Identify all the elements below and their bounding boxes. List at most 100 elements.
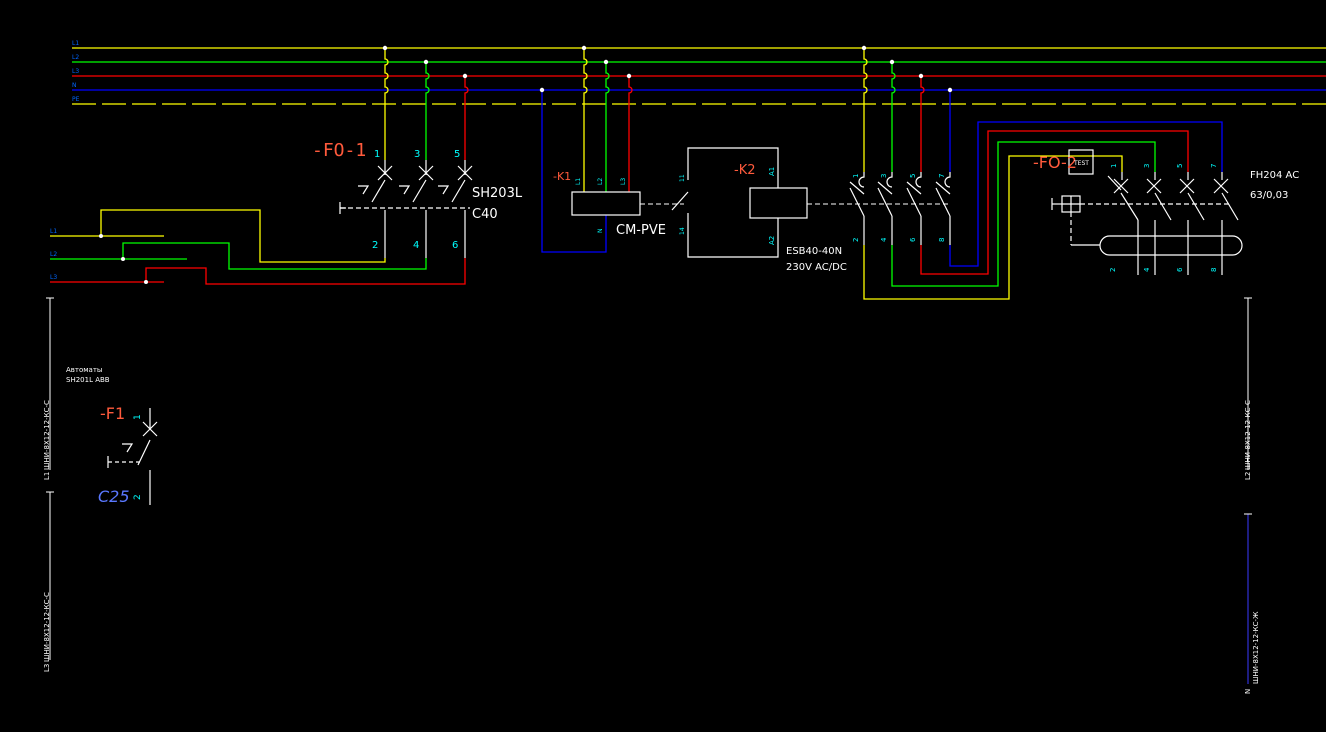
left-feed-node-l3	[144, 280, 148, 284]
f1-terminal-1: 1	[133, 414, 143, 420]
bus-label-l3: L3	[72, 68, 79, 75]
fo2-terminal-1: 1	[1110, 164, 1118, 168]
k2-tap-l1	[863, 48, 868, 172]
fo1-node-l3	[462, 73, 468, 79]
k2-aux-contact	[671, 191, 689, 211]
k2-tap-l3	[920, 76, 925, 172]
k1-node-l3	[626, 73, 632, 79]
fo1-out-l1	[100, 209, 386, 263]
fo1-tap-l1	[384, 48, 389, 160]
fo1-node-l1	[382, 45, 388, 51]
fo1-terminal-6: 6	[452, 240, 458, 251]
k1-terminal-l2: L2	[597, 178, 604, 185]
fo2-group: -FO-2 TEST FH204 AC 63/0,03 1 3 5 7 2 4 …	[1033, 149, 1299, 275]
k1-tap-l1	[583, 48, 588, 192]
left-feed: L1 L2 L3	[50, 228, 187, 284]
busbar-left-lower-phase: L3	[43, 664, 51, 672]
k2-terminal-6: 6	[909, 237, 917, 242]
fo1-group: -FO-1 1 3 5 2 4 6 SH203L C40	[100, 45, 523, 285]
fo2-test-button	[1068, 149, 1094, 175]
k2-aux-14: 14	[679, 227, 686, 235]
k2-terminal-2: 2	[852, 238, 860, 242]
f1-group: Автоматы SH201L ABB -F1 C25 1 2	[66, 366, 158, 506]
k2-terminal-3: 3	[880, 174, 888, 178]
busbar-left-upper-phase: L1	[43, 472, 51, 480]
fo1-terminal-5: 5	[454, 149, 460, 160]
left-feed-label-l3: L3	[50, 274, 57, 281]
k2-out-l3	[920, 130, 1189, 275]
k2-out-n	[949, 121, 1223, 267]
fo2-rating: 63/0,03	[1250, 190, 1288, 201]
k2-group: -K2 A1 A2 11 14 ESB40-40N 230V AC/DC	[671, 45, 1223, 300]
k2-main-contacts	[849, 172, 951, 245]
fo1-model: SH203L	[472, 186, 523, 201]
left-feed-node-l2	[121, 257, 125, 261]
left-feed-label-l1: L1	[50, 228, 57, 235]
fo1-breaker-symbol	[339, 160, 473, 258]
busbar-annotations: L1 ШНИ-8Х12-12-КС-С L3 ШНИ-8Х12-12-КС-С …	[43, 297, 1260, 694]
k1-group: -K1 L1 L2 L3 N CM-PVE	[539, 45, 684, 253]
fo1-terminal-3: 3	[414, 149, 420, 160]
fo2-terminal-5: 5	[1176, 164, 1184, 168]
left-feed-label-l2: L2	[50, 251, 57, 258]
bus-label-l2: L2	[72, 54, 79, 61]
k2-control-loop	[687, 147, 779, 188]
fo2-terminal-4: 4	[1143, 267, 1151, 272]
k2-terminal-8: 8	[938, 238, 946, 242]
fo1-out-l2	[122, 242, 427, 270]
k2-terminal-a2: A2	[768, 236, 776, 245]
k1-tap-n	[541, 90, 607, 253]
k1-node-l1	[581, 45, 587, 51]
fo1-terminal-2: 2	[372, 240, 378, 251]
fo1-terminal-1: 1	[374, 149, 380, 160]
busbar-right-lower-name: ШНИ-8Х12-12-КС-Ж	[1252, 611, 1260, 684]
k2-terminal-a1: A1	[768, 167, 776, 176]
f1-note-line1: Автоматы	[66, 366, 102, 374]
k2-terminal-4: 4	[880, 237, 888, 242]
fo1-out-l3	[145, 258, 466, 285]
busbar-right-upper-name: ШНИ-8Х12-12-КС-С	[1244, 400, 1252, 470]
busbar-right-upper-phase: L2	[1244, 472, 1252, 480]
fo1-rating: C40	[472, 207, 498, 222]
fo2-terminal-7: 7	[1210, 164, 1218, 168]
k2-tap-l2	[891, 62, 896, 172]
fo1-designation: -FO-1	[312, 140, 366, 161]
k2-designation: -K2	[734, 163, 756, 178]
k2-out-l2	[891, 141, 1156, 287]
bus-label-n: N	[72, 82, 77, 89]
k1-tap-l2	[605, 62, 610, 192]
k2-coil	[749, 187, 808, 219]
fo2-rcd-symbol	[1051, 149, 1243, 275]
k2-voltage: 230V AC/DC	[786, 262, 847, 273]
fo2-test-label: TEST	[1073, 160, 1089, 167]
fo2-model: FH204 AC	[1250, 170, 1299, 181]
left-feed-node-l1	[99, 234, 103, 238]
k1-node-l2	[603, 59, 609, 65]
k1-terminal-n: N	[597, 229, 604, 234]
fo2-terminal-2: 2	[1109, 268, 1117, 272]
bus-label-l1: L1	[72, 40, 79, 47]
busbar-left-lower-name: ШНИ-8Х12-12-КС-С	[43, 592, 51, 662]
k1-node-n	[539, 87, 545, 93]
fo1-terminal-4: 4	[413, 240, 419, 251]
k1-terminal-l1: L1	[575, 178, 582, 185]
k2-terminal-5: 5	[909, 174, 917, 178]
busbar-right-lower-phase: N	[1244, 689, 1252, 694]
k2-terminal-1: 1	[852, 174, 860, 178]
fo1-tap-l3	[464, 76, 469, 160]
fo1-node-l2	[423, 59, 429, 65]
fo2-terminal-8: 8	[1210, 268, 1218, 272]
k1-terminal-l3: L3	[620, 178, 627, 185]
f1-rating: C25	[98, 487, 130, 506]
k2-control-return	[687, 213, 779, 258]
k2-out-l1	[863, 155, 1123, 300]
k1-tap-l3	[628, 76, 633, 192]
k2-terminal-7: 7	[938, 174, 946, 178]
fo2-designation: -FO-2	[1033, 153, 1077, 172]
f1-designation: -F1	[100, 404, 125, 423]
k1-relay-box	[571, 191, 641, 216]
fo2-terminal-6: 6	[1176, 267, 1184, 272]
k2-aux-11: 11	[679, 174, 686, 182]
f1-breaker-symbol	[107, 408, 158, 505]
